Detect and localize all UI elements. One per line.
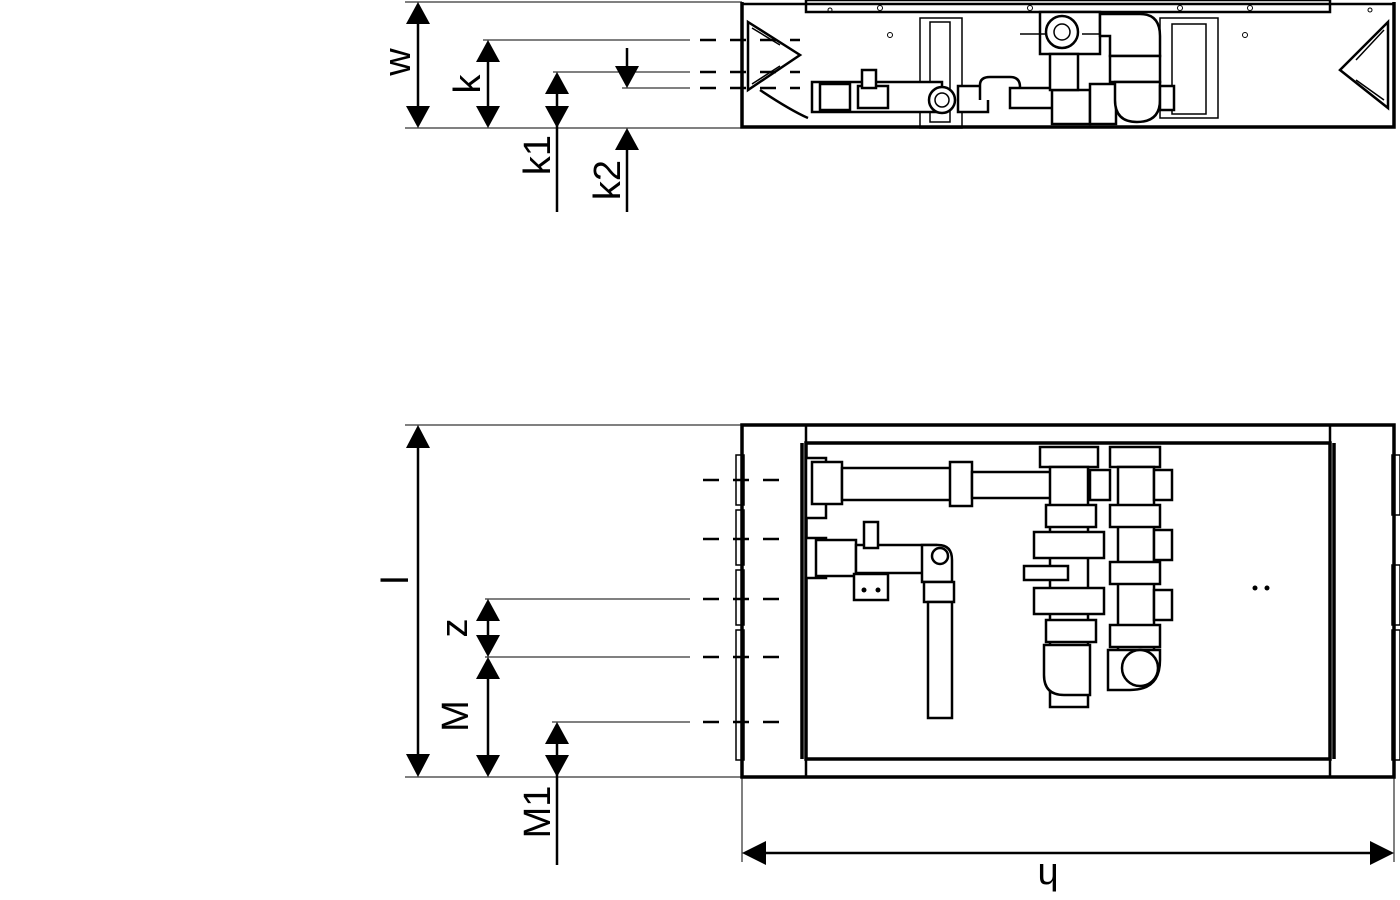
side-view: w k k1 k2 bbox=[377, 0, 1396, 212]
dimension-l: l bbox=[375, 425, 430, 777]
dimension-k1: k1 bbox=[517, 72, 569, 212]
label-z: z bbox=[434, 619, 476, 638]
front-view-housing bbox=[735, 423, 1400, 779]
front-view: l z M M1 h bbox=[375, 423, 1400, 897]
side-view-housing bbox=[740, 0, 1396, 129]
label-m1: M1 bbox=[517, 786, 559, 839]
dimension-k2: k2 bbox=[587, 48, 639, 212]
dimension-k: k bbox=[447, 40, 500, 128]
label-k: k bbox=[447, 74, 489, 94]
dimension-h: h bbox=[741, 777, 1395, 897]
dimension-m: M bbox=[435, 657, 500, 777]
dimension-m1: M1 bbox=[517, 722, 569, 865]
dimension-z: z bbox=[434, 599, 500, 657]
label-h: h bbox=[1037, 855, 1058, 897]
label-k1: k1 bbox=[517, 135, 559, 175]
label-k2: k2 bbox=[587, 160, 629, 200]
dimension-w: w bbox=[377, 2, 430, 128]
label-l: l bbox=[375, 576, 417, 584]
label-m: M bbox=[435, 700, 477, 732]
label-w: w bbox=[377, 48, 419, 77]
